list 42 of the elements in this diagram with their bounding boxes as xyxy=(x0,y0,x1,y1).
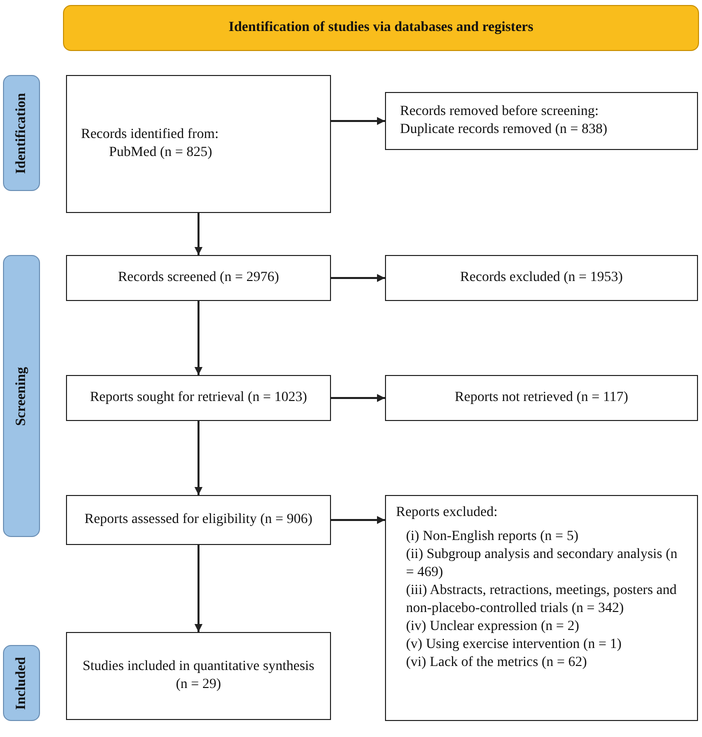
process-box xyxy=(66,632,331,720)
list-item: (v) Using exercise intervention (n = 1) xyxy=(405,636,622,654)
box-text: Reports assessed for eligibility (n = 906) xyxy=(84,510,312,529)
box-text: Records removed before screening: xyxy=(400,102,599,121)
box-text: Records excluded (n = 1953) xyxy=(460,268,623,287)
phase-label: Identification xyxy=(14,92,30,174)
arrow xyxy=(194,213,202,255)
box-text: Duplicate records removed (n = 838) xyxy=(400,121,608,139)
arrow xyxy=(331,516,385,524)
phase-band xyxy=(3,255,40,537)
box-text: PubMed (n = 825) xyxy=(108,144,212,162)
phase-label: Screening xyxy=(14,366,30,426)
process-box xyxy=(385,255,698,301)
list-item: (vi) Lack of the metrics (n = 62) xyxy=(405,654,587,672)
process-box xyxy=(66,75,331,213)
list-item: (ii) Subgroup analysis and secondary analysis (n = 469) xyxy=(405,546,678,582)
process-box xyxy=(66,375,331,421)
arrow xyxy=(194,301,202,375)
arrow xyxy=(331,117,385,125)
process-box xyxy=(385,92,698,150)
box-text: Studies included in quantitative synthesis (n = 29) xyxy=(82,658,316,694)
box-text: Reports sought for retrieval (n = 1023) xyxy=(90,388,308,407)
arrow xyxy=(331,274,385,282)
arrow xyxy=(331,394,385,402)
banner-text: Identification of studies via databases and registers xyxy=(228,20,534,36)
title-banner xyxy=(63,5,699,51)
process-box xyxy=(385,495,698,721)
phase-label: Included xyxy=(14,656,30,710)
process-box xyxy=(385,375,698,421)
list-item: (i) Non-English reports (n = 5) xyxy=(405,528,578,546)
process-box xyxy=(66,255,331,301)
phase-band xyxy=(3,75,40,191)
process-box xyxy=(66,495,331,545)
list-item: (iv) Unclear expression (n = 2) xyxy=(405,618,580,636)
box-text: Records screened (n = 2976) xyxy=(118,268,280,287)
list-item: (iii) Abstracts, retractions, meetings, posters and non-placebo-controlled trials (n = 342) xyxy=(405,582,678,618)
arrow xyxy=(194,545,202,632)
box-text: Reports excluded: xyxy=(396,504,498,522)
phase-band xyxy=(3,645,40,721)
box-text: Records identified from: xyxy=(81,126,219,144)
arrow xyxy=(194,421,202,495)
box-text: Reports not retrieved (n = 117) xyxy=(454,388,628,407)
